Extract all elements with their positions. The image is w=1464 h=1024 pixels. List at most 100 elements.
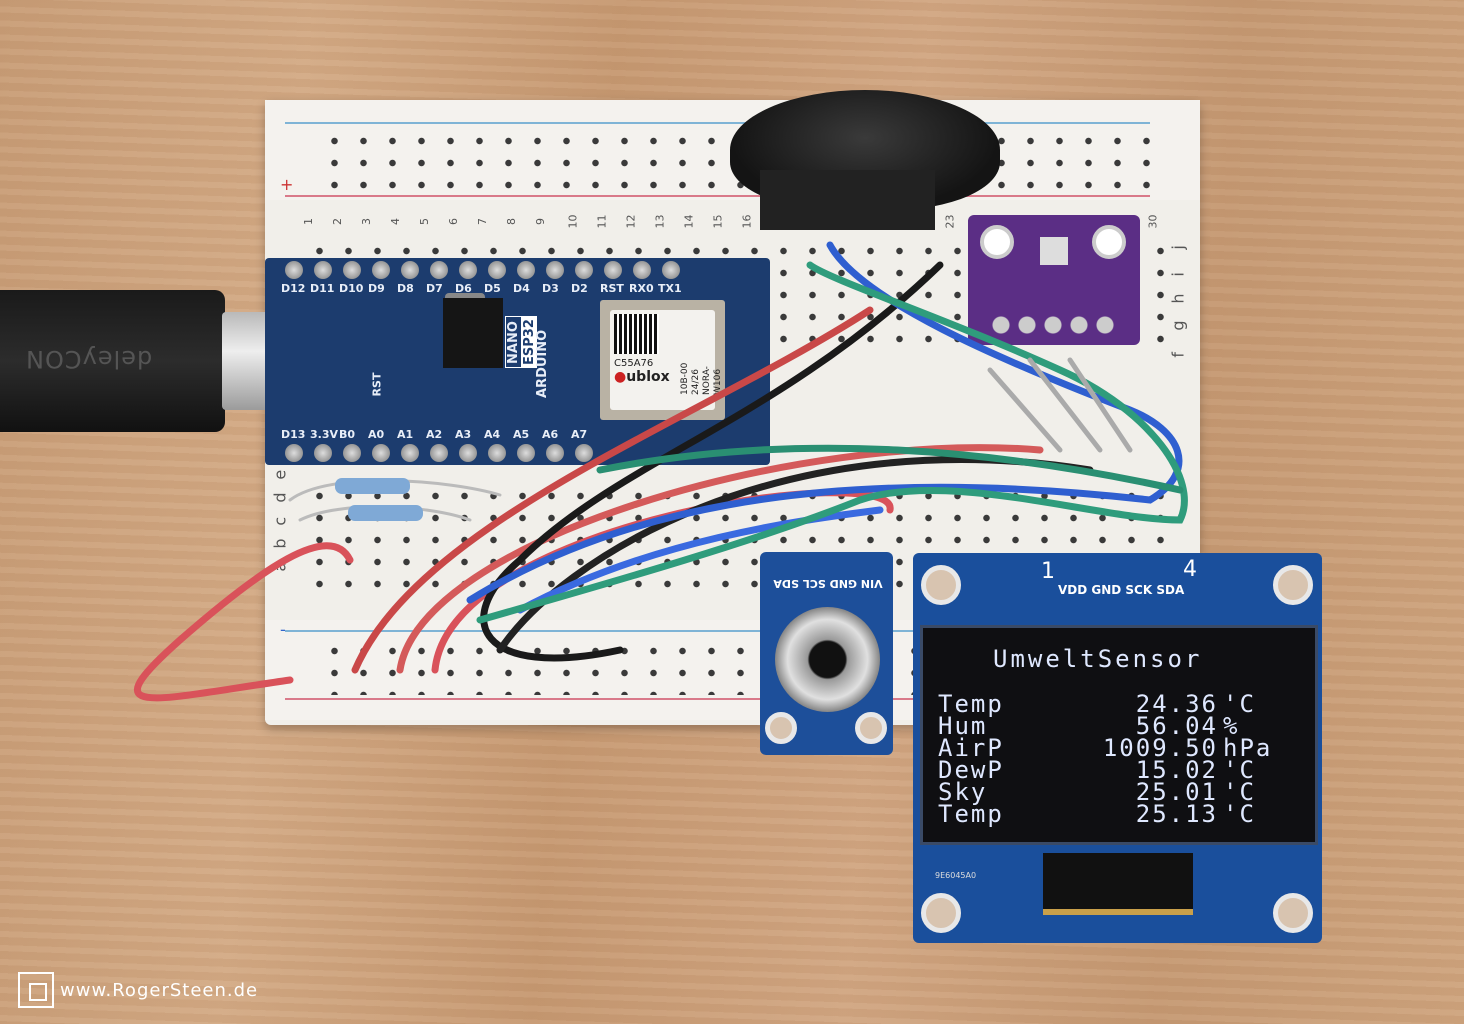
wire-green (476, 261, 1188, 624)
oled-pin-labels: VDD GND SCK SDA (1058, 583, 1185, 597)
pin-4-label: 4 (1183, 557, 1197, 582)
flex-cable (1043, 853, 1193, 915)
header-pin (430, 444, 448, 462)
pin-label: D8 (397, 282, 414, 295)
rail-minus-label: - (280, 620, 286, 639)
ublox-module: C55A76 ●ublox 10B-00 24/26 NORA-W106 (600, 300, 725, 420)
pin-label: D12 (281, 282, 306, 295)
oled-row-value: 25.01 (1135, 778, 1218, 806)
sensor-lead (987, 357, 1133, 453)
pin-label: D5 (484, 282, 501, 295)
screen-title: UmweltSensor (993, 645, 1203, 673)
pin-label: A4 (484, 428, 501, 441)
header-pin (430, 261, 448, 279)
mlx90614-ir-sensor: VIN GND SCL SDA (760, 552, 893, 755)
pin-label: D3 (542, 282, 559, 295)
header-pin (662, 261, 680, 279)
pin-label: A6 (542, 428, 559, 441)
wire-green (596, 444, 1184, 494)
header-pin (372, 261, 390, 279)
header-pin (575, 444, 593, 462)
pin-label: D7 (426, 282, 443, 295)
pin-label: A1 (397, 428, 414, 441)
oled-row-unit: 'C (1223, 690, 1256, 718)
module-code: C55A76 (614, 358, 654, 369)
header-pin (401, 261, 419, 279)
header-pin (517, 261, 535, 279)
oled-row-unit: % (1223, 712, 1240, 740)
pin-label: 3.3V (310, 428, 338, 441)
oled-row-unit: 'C (1223, 756, 1256, 784)
buzzer-header (760, 170, 935, 230)
oled-row-label: Sky (938, 778, 988, 806)
header-pin (517, 444, 535, 462)
oled-row-value: 15.02 (1135, 756, 1218, 784)
header-pin (372, 444, 390, 462)
wire-red (351, 306, 874, 674)
pin-label: A2 (426, 428, 443, 441)
pin-label: D11 (310, 282, 335, 295)
wire-blue (516, 506, 884, 614)
header-pin (314, 444, 332, 462)
header-pin (285, 261, 303, 279)
wire-red (133, 542, 354, 702)
oled-row-label: AirP (938, 734, 1004, 762)
pin-label: D6 (455, 282, 472, 295)
header-pin (633, 261, 651, 279)
header-pin (459, 444, 477, 462)
header-pin (459, 261, 477, 279)
header-pin (401, 444, 419, 462)
pin-label: TX1 (658, 282, 682, 295)
oled-row-value: 25.13 (1135, 800, 1218, 828)
header-pin (546, 261, 564, 279)
wire-red (396, 444, 1044, 674)
pin-label: D4 (513, 282, 530, 295)
header-pin (488, 444, 506, 462)
pin-label: RX0 (629, 282, 654, 295)
wire-black (480, 261, 944, 662)
pin-label: RST (600, 282, 624, 295)
oled-row-label: Temp (938, 690, 1004, 718)
oled-row-value: 56.04 (1135, 712, 1218, 740)
ir-sensor-can (775, 607, 880, 712)
header-pin (343, 261, 361, 279)
pin-label: D13 (281, 428, 306, 441)
oled-row-unit: 'C (1223, 778, 1256, 806)
oled-row-unit: 'C (1223, 800, 1256, 828)
pin-label: A5 (513, 428, 530, 441)
header-pin (343, 444, 361, 462)
oled-row-label: Hum (938, 712, 988, 740)
header-pin (575, 261, 593, 279)
usb-c-cable: deleyCON (0, 290, 225, 432)
oled-row-value: 24.36 (1135, 690, 1218, 718)
wire-blue (466, 241, 1183, 604)
oled-display-module: 1 4 VDD GND SCK SDA UmweltSensor Temp 24.… (913, 553, 1322, 943)
arduino-nano-esp32: D12 D11 D10 D9 D8 D7 D6 D5 D4 D3 D2 RST RX0 TX1 D13 3.… (265, 258, 770, 465)
oled-row-value: 1009.50 (1102, 734, 1218, 762)
header-pin (604, 261, 622, 279)
resistor (335, 478, 410, 494)
pin-label: A7 (571, 428, 588, 441)
pin-label: A3 (455, 428, 472, 441)
oled-serial: 9E6045A0 (935, 871, 977, 880)
pin-label: D10 (339, 282, 364, 295)
pin-label: D2 (571, 282, 588, 295)
pin-label: A0 (368, 428, 385, 441)
watermark: www.RogerSteen.de (18, 972, 258, 1008)
module-brand: ublox (626, 369, 670, 385)
chip (443, 298, 503, 368)
watermark-logo-icon (18, 972, 54, 1008)
bme280-sensor-board (968, 215, 1140, 345)
header-pin (314, 261, 332, 279)
pin-1-label: 1 (1041, 559, 1055, 584)
resistor (348, 505, 423, 521)
oled-row-label: DewP (938, 756, 1004, 784)
rail-plus-label: + (280, 175, 294, 194)
oled-row-label: Temp (938, 800, 1004, 828)
pin-label: D9 (368, 282, 385, 295)
header-pin (285, 444, 303, 462)
qr-code (614, 314, 659, 354)
header-pin (546, 444, 564, 462)
